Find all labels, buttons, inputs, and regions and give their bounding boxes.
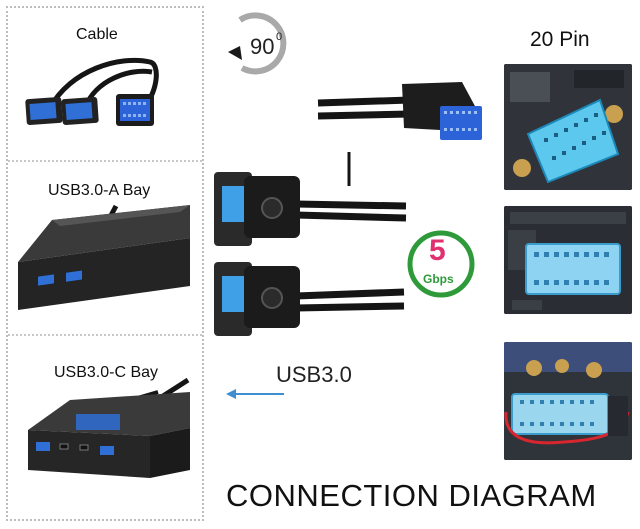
bay-a-label: USB3.0-A Bay bbox=[48, 182, 151, 199]
degree-symbol: 0 bbox=[276, 31, 283, 43]
panel-divider-1 bbox=[8, 160, 202, 162]
diagram-title: CONNECTION DIAGRAM bbox=[226, 478, 597, 513]
arrow-left-icon bbox=[226, 389, 284, 399]
cable-label: Cable bbox=[76, 26, 118, 43]
angle-value: 90 bbox=[250, 34, 275, 59]
bay-c-label: USB3.0-C Bay bbox=[54, 364, 159, 381]
bay-a-image bbox=[18, 204, 190, 310]
products-panel bbox=[6, 6, 204, 521]
motherboard-header-photo-2 bbox=[504, 206, 632, 314]
cable-image bbox=[25, 57, 159, 126]
bay-c-image bbox=[28, 377, 190, 478]
speed-value: 5 bbox=[429, 234, 446, 267]
pins-label: 20 Pin bbox=[530, 28, 590, 51]
usb-label: USB3.0 bbox=[276, 362, 352, 387]
motherboard-header-photo-1 bbox=[504, 64, 632, 190]
speed-unit: Gbps bbox=[423, 272, 454, 286]
motherboard-header-photo-3 bbox=[504, 342, 632, 460]
panel-divider-2 bbox=[8, 334, 202, 336]
speed-badge bbox=[407, 230, 475, 298]
rotation-arrow-icon bbox=[228, 12, 287, 75]
